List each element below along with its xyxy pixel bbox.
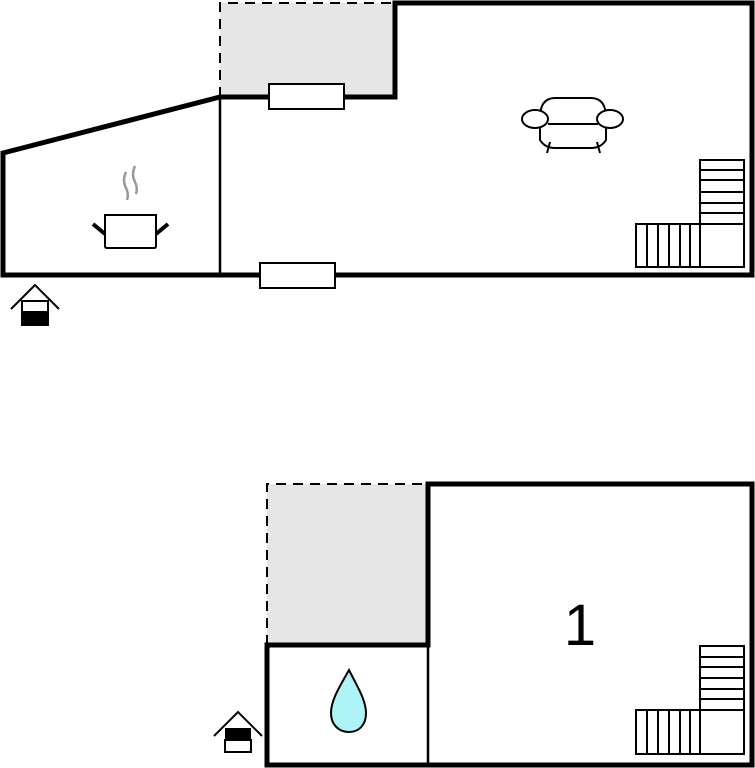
entrance-icon bbox=[10, 283, 60, 326]
staircase-icon bbox=[635, 645, 745, 755]
water-drop-icon bbox=[329, 667, 368, 734]
terrace-dashed-border bbox=[266, 483, 428, 645]
entrance-icon bbox=[213, 710, 263, 753]
outer-wall bbox=[0, 0, 755, 278]
terrace-area bbox=[267, 484, 428, 645]
window bbox=[268, 83, 345, 110]
staircase-icon bbox=[635, 159, 745, 268]
upper-floor-plan: 1 bbox=[213, 481, 755, 768]
bedroom-number: 1 bbox=[564, 593, 596, 658]
terrace-dashed-border bbox=[219, 2, 395, 97]
terrace-area bbox=[220, 3, 395, 97]
cooking-pot-icon bbox=[91, 165, 170, 249]
outer-wall bbox=[264, 481, 755, 768]
ground-floor-plan bbox=[0, 0, 755, 326]
window bbox=[259, 262, 336, 289]
sofa-icon bbox=[521, 97, 624, 154]
